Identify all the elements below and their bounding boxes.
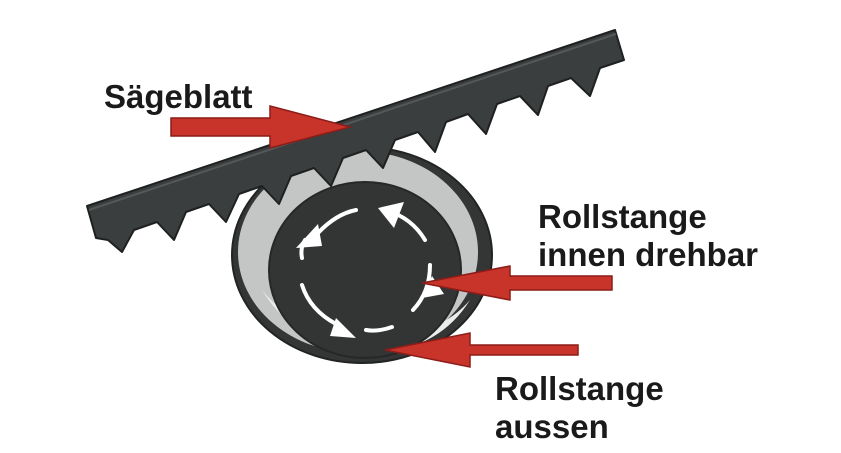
outer-rod-label-line-1: Rollstange bbox=[495, 370, 664, 407]
outer-rod-label: Rollstange aussen bbox=[495, 370, 664, 446]
arrow-inner-rod bbox=[421, 265, 613, 301]
saw-blade-label-text: Sägeblatt bbox=[104, 78, 253, 115]
arrow-saw-blade bbox=[170, 105, 353, 149]
saw-blade bbox=[86, 29, 625, 253]
inner-rod-label: Rollstange innen drehbar bbox=[538, 198, 758, 274]
inner-rod-label-line-2: innen drehbar bbox=[538, 235, 759, 273]
arrow-outer-rod bbox=[384, 332, 579, 368]
saw-blade-label: Sägeblatt bbox=[104, 78, 253, 116]
rotation-arrows-icon bbox=[299, 208, 432, 333]
outer-rod-label-line-2: aussen bbox=[495, 407, 609, 445]
inner-rod-label-line-1: Rollstange bbox=[538, 198, 707, 235]
rotation-arrowheads bbox=[296, 202, 444, 338]
